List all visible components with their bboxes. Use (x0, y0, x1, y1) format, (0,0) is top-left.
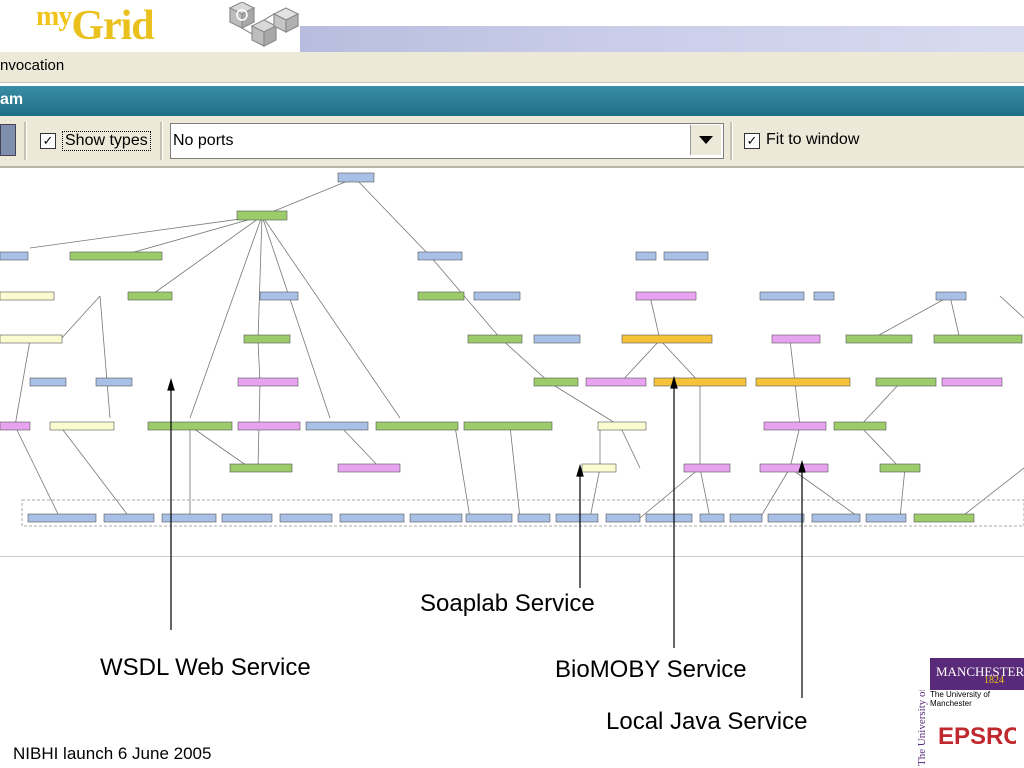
callout-wsdl: WSDL Web Service (100, 654, 311, 681)
menu-invocation[interactable]: nvocation (0, 57, 65, 74)
logo-my-text: my (36, 1, 72, 32)
menu-bar: nvocation (0, 52, 1024, 83)
logo-grid-text: Grid (71, 3, 154, 49)
manchester-subtitle: The University of Manchester (930, 690, 991, 708)
header-stripe (300, 26, 1024, 52)
epsrc-logo: EPSRC (936, 716, 1016, 752)
callout-local-java: Local Java Service (606, 708, 808, 735)
mygrid-logo: myGrid (36, 1, 155, 50)
show-types-checkbox[interactable]: ✓ (40, 133, 56, 149)
cube-lattice-logo-icon (228, 2, 300, 47)
chevron-down-icon (699, 136, 713, 144)
fit-to-window-checkbox[interactable]: ✓ (744, 133, 760, 149)
toolbar-separator (24, 122, 27, 160)
dropdown-arrow-button[interactable] (690, 125, 721, 155)
manchester-logo-year: 1824 (984, 675, 1004, 686)
save-diagram-icon[interactable] (0, 124, 16, 156)
ports-dropdown-value: No ports (173, 132, 234, 149)
manchester-vertical-text: The University of Manchester (916, 690, 928, 766)
ports-dropdown[interactable] (170, 123, 724, 159)
manchester-vertical-logo: The University of Manchester (916, 690, 928, 766)
window-titlebar: am (0, 86, 1024, 116)
callout-soaplab: Soaplab Service (420, 590, 595, 617)
footer-text: NIBHI launch 6 June 2005 (13, 744, 212, 763)
workflow-graph (0, 172, 1024, 527)
callout-biomoby: BioMOBY Service (555, 656, 747, 683)
manchester-logo-box (930, 658, 1024, 690)
toolbar-separator (730, 122, 733, 160)
manchester-logo-text: MANCHESTER (936, 664, 1024, 679)
window-title: am (0, 91, 24, 108)
toolbar-separator (160, 122, 163, 160)
epsrc-text: EPSRC (938, 723, 1016, 750)
fit-to-window-label: Fit to window (766, 131, 860, 148)
show-types-label: Show types (62, 131, 151, 151)
